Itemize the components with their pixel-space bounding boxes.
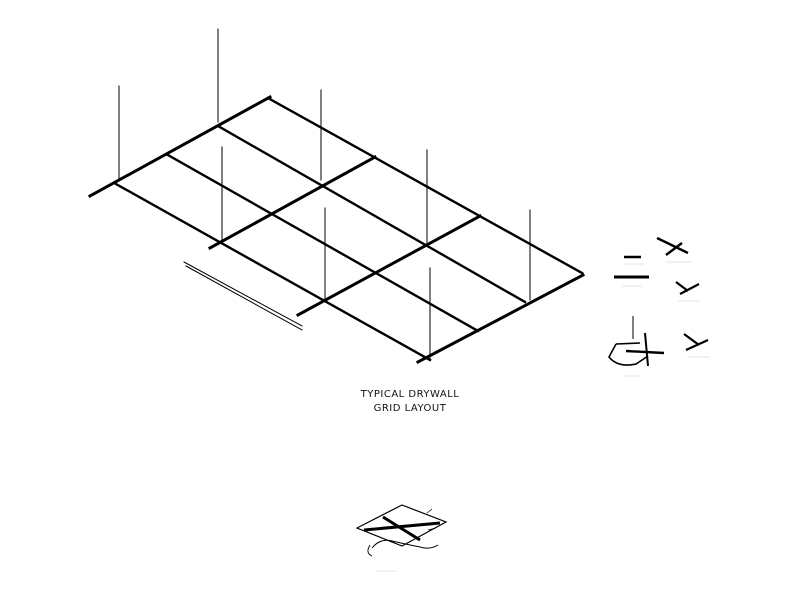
cross-tee (266, 96, 584, 275)
grid-assembly (87, 28, 586, 365)
hanger-clip-detail (608, 316, 665, 367)
cross-tees (114, 96, 584, 362)
drawing-caption-line2: GRID LAYOUT (373, 403, 447, 414)
component-details (608, 236, 710, 377)
main-runners (87, 94, 586, 365)
main-runner (295, 213, 483, 318)
hanger-wires (118, 28, 531, 359)
main-runner (415, 272, 586, 365)
end-tee-detail (683, 333, 709, 352)
main-runner (87, 94, 273, 199)
loose-runner (183, 261, 303, 331)
tee-connector-detail (675, 281, 700, 295)
cross-connector-detail (656, 236, 689, 256)
cross-tee (166, 153, 480, 333)
cross-tee (216, 124, 527, 304)
cross-tee (114, 182, 432, 362)
junction-detail (355, 504, 448, 572)
drawing-caption-line1: TYPICAL DRYWALL (360, 389, 460, 400)
main-runner (207, 154, 378, 251)
